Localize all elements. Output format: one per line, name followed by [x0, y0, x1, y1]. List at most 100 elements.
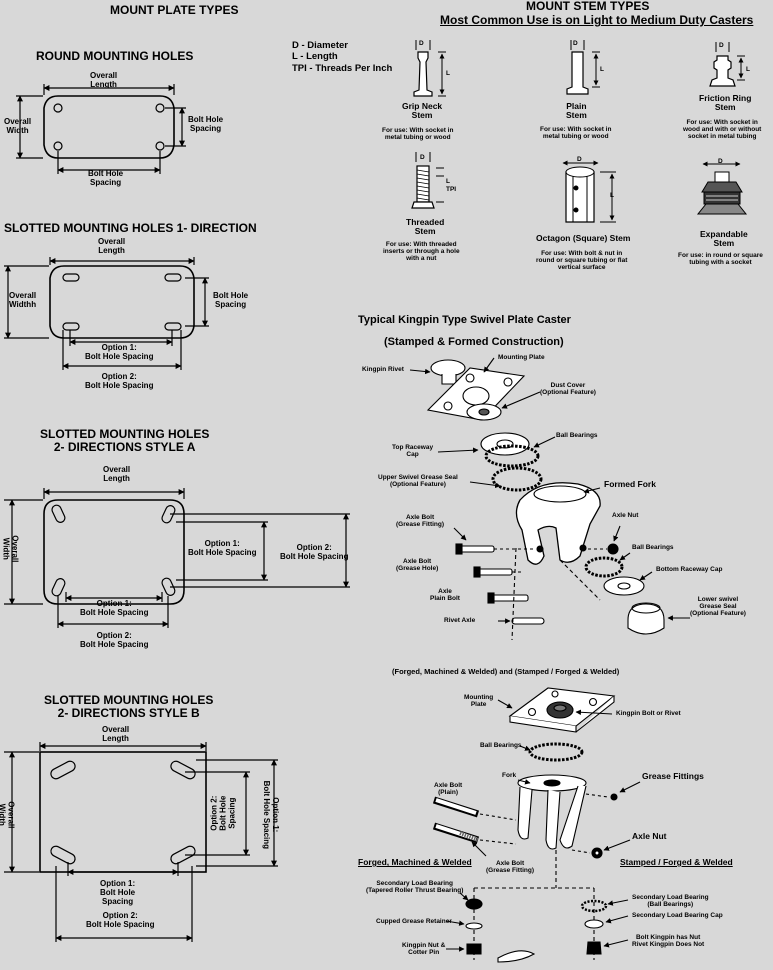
round-bolt-hole-spacing-bottom: Bolt Hole Spacing [88, 169, 124, 187]
plain-stem-drawing [566, 40, 600, 95]
label-cupped-grease-retainer: Cupped Grease Retainer [376, 918, 452, 925]
octagon-d: D [577, 156, 582, 163]
label-bolt-kingpin-note: Bolt Kingpin has Nut Rivet Kingpin Does … [632, 934, 705, 949]
label-forged-ball-bearings: Ball Bearings [480, 742, 522, 749]
label-secondary-tapered: Secondary Load Bearing (Tapered Roller T… [366, 880, 464, 895]
slotted1-bolt-hole-spacing-right: Bolt Hole Spacing [213, 291, 249, 309]
threaded-l: L [446, 178, 450, 185]
label-axle-bolt-grease-hole: Axle Bolt (Grease Hole) [396, 558, 439, 573]
slotted2b-bottom-option1: Option 1: Bolt Hole Spacing [100, 879, 136, 906]
slotted2a-title: SLOTTED MOUNTING HOLES 2- DIRECTIONS STY… [40, 427, 210, 455]
stems-legend: D - Diameter L - Length TPI - Threads Pe… [292, 40, 392, 74]
forged-caster-assembly [432, 687, 641, 963]
slotted2b-overall-length: Overall Length [102, 725, 130, 743]
slotted2a-overall-width: Overall Width [1, 535, 20, 563]
label-secondary-ball: Secondary Load Bearing (Ball Bearings) [632, 894, 709, 909]
octagon-stem-label: Octagon (Square) Stem [536, 233, 631, 243]
slotted2a-bottom-option1: Option 1: Bolt Hole Spacing [80, 599, 149, 617]
expandable-d: D [718, 158, 723, 165]
label-axle-bolt-grease-fitting-forged: Axle Bolt (Grease Fitting) [486, 860, 535, 875]
label-lower-seal: Lower swivel Grease Seal (Optional Featu… [690, 596, 746, 618]
slotted2b-bottom-option2: Option 2: Bolt Hole Spacing [86, 911, 155, 929]
label-kingpin-nut-cotter: Kingpin Nut & Cotter Pin [402, 942, 446, 957]
expandable-stem-use: For use: in round or square tubing with … [678, 252, 763, 267]
grip-neck-stem-use: For use: With socket in metal tubing or … [382, 127, 454, 142]
slotted1-overall-width: Overall Widthh [9, 291, 37, 309]
forged-right-heading: Stamped / Forged & Welded [620, 857, 733, 867]
stems-title: MOUNT STEM TYPES [526, 0, 650, 13]
slotted2b-overall-width: Overall Width [0, 801, 16, 829]
octagon-stem-use: For use: With bolt & nut in round or squ… [536, 250, 628, 272]
label-mounting-plate: Mounting Plate [498, 354, 545, 361]
label-forged-mounting-plate: Mounting Plate [464, 694, 494, 709]
legend-tpi: TPI - Threads Per Inch [292, 62, 393, 74]
threaded-stem-use: For use: With threaded inserts or throug… [383, 241, 460, 263]
label-ball-bearings-bottom: Ball Bearings [632, 544, 674, 551]
round-overall-length: Overall Length [90, 71, 118, 89]
slotted2a-right-option2: Option 2: Bolt Hole Spacing [280, 543, 349, 561]
round-bolt-hole-spacing-right: Bolt Hole Spacing [188, 115, 224, 133]
friction-ring-stem-use: For use: With socket in wood and with or… [683, 119, 762, 141]
plain-stem-use: For use: With socket in metal tubing or … [540, 126, 612, 141]
forged-left-heading: Forged, Machined & Welded [358, 857, 472, 867]
label-top-raceway-cap: Top Raceway Cap [392, 444, 434, 459]
label-grease-fittings: Grease Fittings [642, 771, 704, 781]
plain-d: D [573, 40, 578, 47]
legend-length: L - Length [292, 51, 338, 63]
grip-neck-stem-drawing [413, 40, 446, 97]
label-dust-cover: Dust Cover (Optional Feature) [540, 382, 596, 397]
label-bottom-raceway-cap: Bottom Raceway Cap [656, 566, 723, 573]
label-upper-seal: Upper Swivel Grease Seal (Optional Featu… [378, 474, 458, 489]
slotted2a-plate-drawing [4, 488, 350, 628]
friction-ring-stem-drawing [709, 42, 745, 87]
label-forged-fork: Fork [502, 772, 517, 779]
round-plate-drawing [16, 84, 186, 174]
octagon-stem-drawing [562, 160, 616, 223]
label-rivet-axle: Rivet Axle [444, 617, 476, 624]
slotted2b-right-option1: Option 1: Bolt Hole Spacing [262, 780, 281, 850]
grip-neck-stem-label: Grip Neck Stem [402, 101, 443, 121]
kingpin-title: Typical Kingpin Type Swivel Plate Caster [358, 314, 571, 326]
round-overall-width: Overall Width [4, 117, 32, 135]
threaded-stem-label: Threaded Stem [406, 217, 445, 237]
threaded-d: D [420, 154, 425, 161]
grip-neck-l: L [446, 70, 450, 77]
plain-stem-label: Plain Stem [566, 101, 587, 121]
label-formed-fork: Formed Fork [604, 479, 656, 489]
friction-d: D [719, 42, 724, 49]
friction-l: L [746, 66, 750, 73]
grip-neck-d: D [419, 40, 424, 47]
slotted2a-overall-length: Overall Length [103, 465, 131, 483]
slotted1-plate-drawing [4, 257, 209, 370]
slotted2b-title: SLOTTED MOUNTING HOLES 2- DIRECTIONS STY… [44, 693, 214, 721]
label-ball-bearings-top: Ball Bearings [556, 432, 598, 439]
threaded-tpi: TPI [446, 186, 457, 193]
slotted2b-right-option2: Option 2: Bolt Hole Spacing [209, 795, 236, 831]
slotted2b-plate-drawing [4, 742, 278, 942]
label-axle-bolt-plain: Axle Bolt (Plain) [434, 782, 463, 797]
label-kingpin-rivet: Kingpin Rivet [362, 366, 404, 373]
stems-subtitle: Most Common Use is on Light to Medium Du… [440, 13, 754, 27]
threaded-stem-drawing [411, 152, 444, 209]
friction-ring-stem-label: Friction Ring Stem [699, 93, 752, 113]
slotted1-option2: Option 2: Bolt Hole Spacing [85, 372, 154, 390]
label-axle-nut: Axle Nut [612, 512, 639, 519]
octagon-l: L [610, 192, 614, 199]
round-holes-title: ROUND MOUNTING HOLES [36, 49, 194, 63]
expandable-stem-drawing [696, 161, 748, 215]
slotted1-title: SLOTTED MOUNTING HOLES 1- DIRECTION [4, 221, 257, 235]
label-axle-bolt-grease-fitting: Axle Bolt (Grease Fitting) [396, 514, 445, 529]
stamped-caster-assembly [409, 357, 690, 641]
legend-diameter: D - Diameter [292, 40, 348, 51]
label-forged-axle-nut: Axle Nut [632, 831, 667, 841]
label-secondary-cap: Secondary Load Bearing Cap [632, 912, 723, 919]
kingpin-subtitle: (Stamped & Formed Construction) [384, 336, 564, 348]
plain-l: L [600, 66, 604, 73]
slotted2a-bottom-option2: Option 2: Bolt Hole Spacing [80, 631, 149, 649]
expandable-stem-label: Expandable Stem [700, 229, 748, 249]
slotted1-overall-length: Overall Length [98, 237, 126, 255]
label-axle-plain-bolt: Axle Plain Bolt [430, 588, 460, 603]
mount-plate-title: MOUNT PLATE TYPES [110, 3, 239, 17]
forged-subtitle: (Forged, Machined & Welded) and (Stamped… [392, 667, 620, 676]
